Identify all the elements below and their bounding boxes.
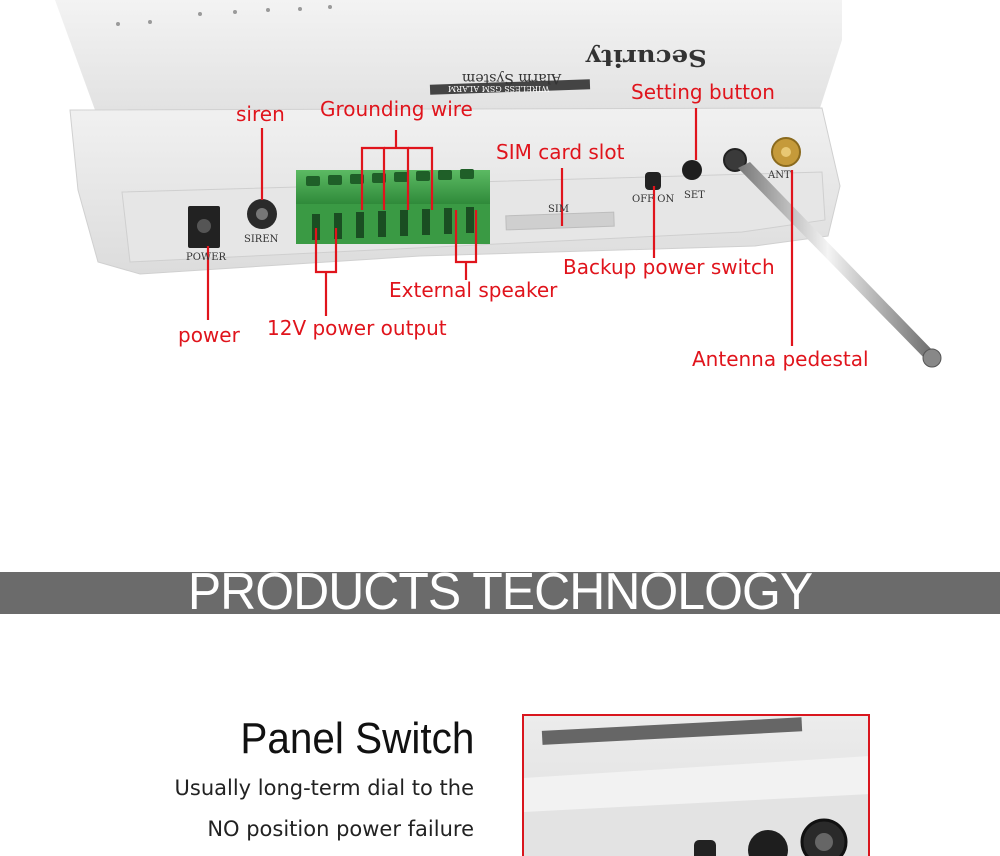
terminal-block (296, 169, 490, 244)
callout-grounding-wire: Grounding wire (320, 97, 473, 121)
panel-switch-description-line-1: Usually long-term dial to the (174, 776, 474, 800)
brand-underline (429, 79, 591, 95)
section-banner-title: PRODUCTS TECHNOLOGY (187, 563, 813, 621)
sim-port-label: SIM (548, 204, 570, 215)
antenna-rod (738, 162, 938, 362)
panel-switch-detail-photo (522, 714, 870, 856)
callout-lines (206, 108, 794, 346)
sim-slot (505, 211, 615, 231)
panel-switch-description-line-2: NO position power failure (207, 817, 474, 841)
callout-12v-power-output: 12V power output (267, 316, 447, 340)
panel-switch-title: Panel Switch (239, 714, 474, 763)
set-button (682, 160, 702, 180)
device-top (55, 0, 842, 110)
callout-power: power (178, 323, 240, 347)
power-port-label: POWER (186, 252, 227, 263)
panel-switch-closeup (524, 716, 868, 856)
backup-switch (645, 172, 661, 190)
led-dots (116, 5, 332, 26)
callout-siren: siren (236, 102, 285, 126)
ant-label: ANT (768, 170, 791, 181)
alarm-device-illustration (55, 0, 942, 368)
bnc-connector (723, 148, 747, 172)
siren-port-label: SIREN (244, 234, 279, 245)
callout-external-speaker: External speaker (389, 278, 558, 302)
callout-antenna-pedestal: Antenna pedestal (692, 347, 869, 371)
callout-backup-power-switch: Backup power switch (563, 255, 775, 279)
section-banner (0, 572, 1000, 614)
callout-setting-button: Setting button (631, 80, 775, 104)
brand-title: Security (586, 43, 707, 71)
callout-sim-card-slot: SIM card slot (496, 140, 625, 164)
product-photo: Security Alarm System WIRELESS GSM ALARM… (0, 0, 1000, 420)
brand-tagline: WIRELESS GSM ALARM (448, 84, 550, 93)
set-label: SET (684, 190, 705, 201)
antenna-tip (922, 348, 942, 368)
switch-label: OFF ON (632, 194, 675, 205)
